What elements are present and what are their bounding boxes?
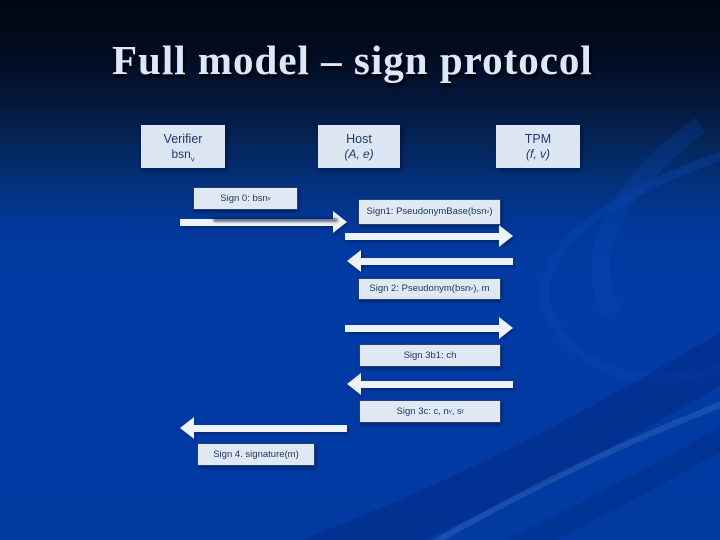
arrow-head-icon: [333, 211, 347, 233]
arrow-shaft: [193, 424, 347, 432]
arrow-shaft: [345, 324, 500, 332]
arrow-head-icon: [347, 373, 361, 395]
message-label-sign4: Sign 4. signature(m): [197, 443, 315, 466]
actor-box-tpm: TPM (f, v): [496, 125, 580, 168]
actor-name-tpm: TPM: [524, 131, 552, 146]
arrow-sign3b1-right: [345, 317, 513, 339]
arrow-shaft: [180, 218, 334, 226]
arrow-sign3c-left: [347, 373, 513, 395]
arrow-head-icon: [180, 417, 194, 439]
actor-detail-verifier: bsnv: [171, 146, 195, 164]
actor-name-verifier: Verifier: [163, 131, 203, 146]
actor-box-host: Host (A, e): [318, 125, 400, 168]
arrow-shaft: [360, 380, 513, 388]
arrow-shaft: [360, 257, 513, 265]
actor-name-host: Host: [346, 131, 372, 146]
arrow-shaft: [345, 232, 500, 240]
arrow-head-icon: [499, 317, 513, 339]
actor-detail-host: (A, e): [344, 146, 374, 161]
actor-detail-tpm: (f, v): [526, 146, 550, 161]
arrow-head-icon: [499, 225, 513, 247]
actor-box-verifier: Verifier bsnv: [141, 125, 225, 168]
arrow-head-icon: [347, 250, 361, 272]
arrow-sign1-right: [345, 225, 513, 247]
arrow-sign2-left: [347, 250, 513, 272]
arrow-sign0-right: [180, 211, 347, 233]
message-label-sign3b1: Sign 3b1: ch: [359, 344, 501, 367]
arrow-sign4-left: [180, 417, 347, 439]
arrow-shadow-artifact: [213, 218, 338, 222]
slide-title: Full model – sign protocol: [112, 37, 593, 83]
